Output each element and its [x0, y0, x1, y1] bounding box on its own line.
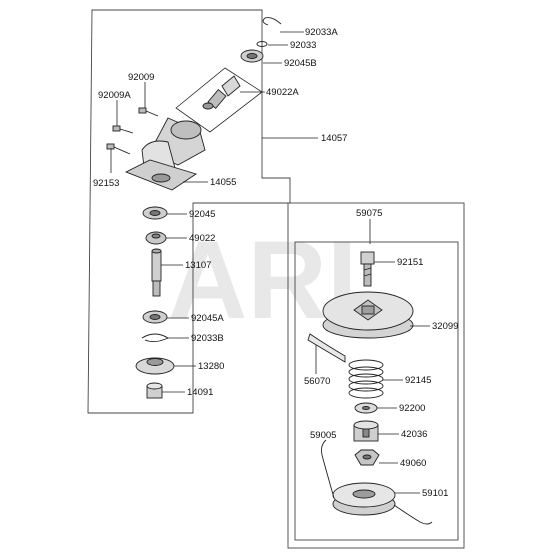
- label-92045A: 92045A: [191, 313, 224, 324]
- part-92200-washer: [354, 402, 378, 414]
- part-49022-gear: [145, 231, 167, 245]
- part-92009-bolt: [138, 107, 159, 117]
- part-56070-strip: [307, 333, 346, 363]
- part-92033-circlip: [256, 41, 268, 47]
- part-13107-shaft: [151, 248, 162, 297]
- label-92033: 92033: [290, 40, 316, 51]
- part-92151-bolt: [360, 251, 375, 287]
- label-32099: 32099: [432, 321, 458, 332]
- label-92033A: 92033A: [305, 27, 338, 38]
- part-92145-spring: [348, 359, 384, 399]
- label-42036: 42036: [401, 429, 427, 440]
- label-49022A: 49022A: [266, 87, 299, 98]
- part-14055-gear-case: [124, 117, 206, 191]
- part-49022A-gear: [175, 67, 263, 133]
- label-59005: 59005: [310, 430, 336, 441]
- label-59101: 59101: [422, 488, 448, 499]
- part-92045B-bearing: [240, 49, 264, 63]
- label-92009: 92009: [128, 72, 154, 83]
- label-92151: 92151: [397, 257, 423, 268]
- label-92033B: 92033B: [191, 333, 224, 344]
- trimmer-head-inner-frame: [294, 241, 459, 541]
- label-92200: 92200: [399, 403, 425, 414]
- label-14055: 14055: [210, 177, 236, 188]
- part-42036-knob: [353, 420, 379, 442]
- part-49060-nut: [354, 449, 380, 466]
- part-13280-cover: [135, 357, 175, 375]
- part-32099-housing: [322, 291, 414, 339]
- part-92045-bearing: [142, 206, 168, 220]
- trimmer-head-frame: [287, 202, 465, 549]
- part-92033A-snap-ring: [262, 17, 282, 26]
- label-59075: 59075: [356, 208, 382, 219]
- part-92045A-bearing: [142, 310, 168, 324]
- label-92045: 92045: [189, 209, 215, 220]
- label-13107: 13107: [185, 260, 211, 271]
- label-13280: 13280: [198, 361, 224, 372]
- part-92009A-bolt: [112, 125, 134, 134]
- label-56070: 56070: [304, 376, 330, 387]
- label-92009A: 92009A: [98, 90, 131, 101]
- label-49022: 49022: [189, 233, 215, 244]
- part-92153-bolt: [106, 143, 131, 155]
- part-92033B-circlip: [141, 333, 169, 343]
- part-14091-spacer: [146, 382, 163, 399]
- label-92045B: 92045B: [284, 58, 317, 69]
- label-49060: 49060: [400, 458, 426, 469]
- label-14057: 14057: [321, 133, 347, 144]
- part-59101-spool: [321, 439, 433, 525]
- label-92145: 92145: [405, 375, 431, 386]
- label-92153: 92153: [93, 178, 119, 189]
- label-14091: 14091: [187, 387, 213, 398]
